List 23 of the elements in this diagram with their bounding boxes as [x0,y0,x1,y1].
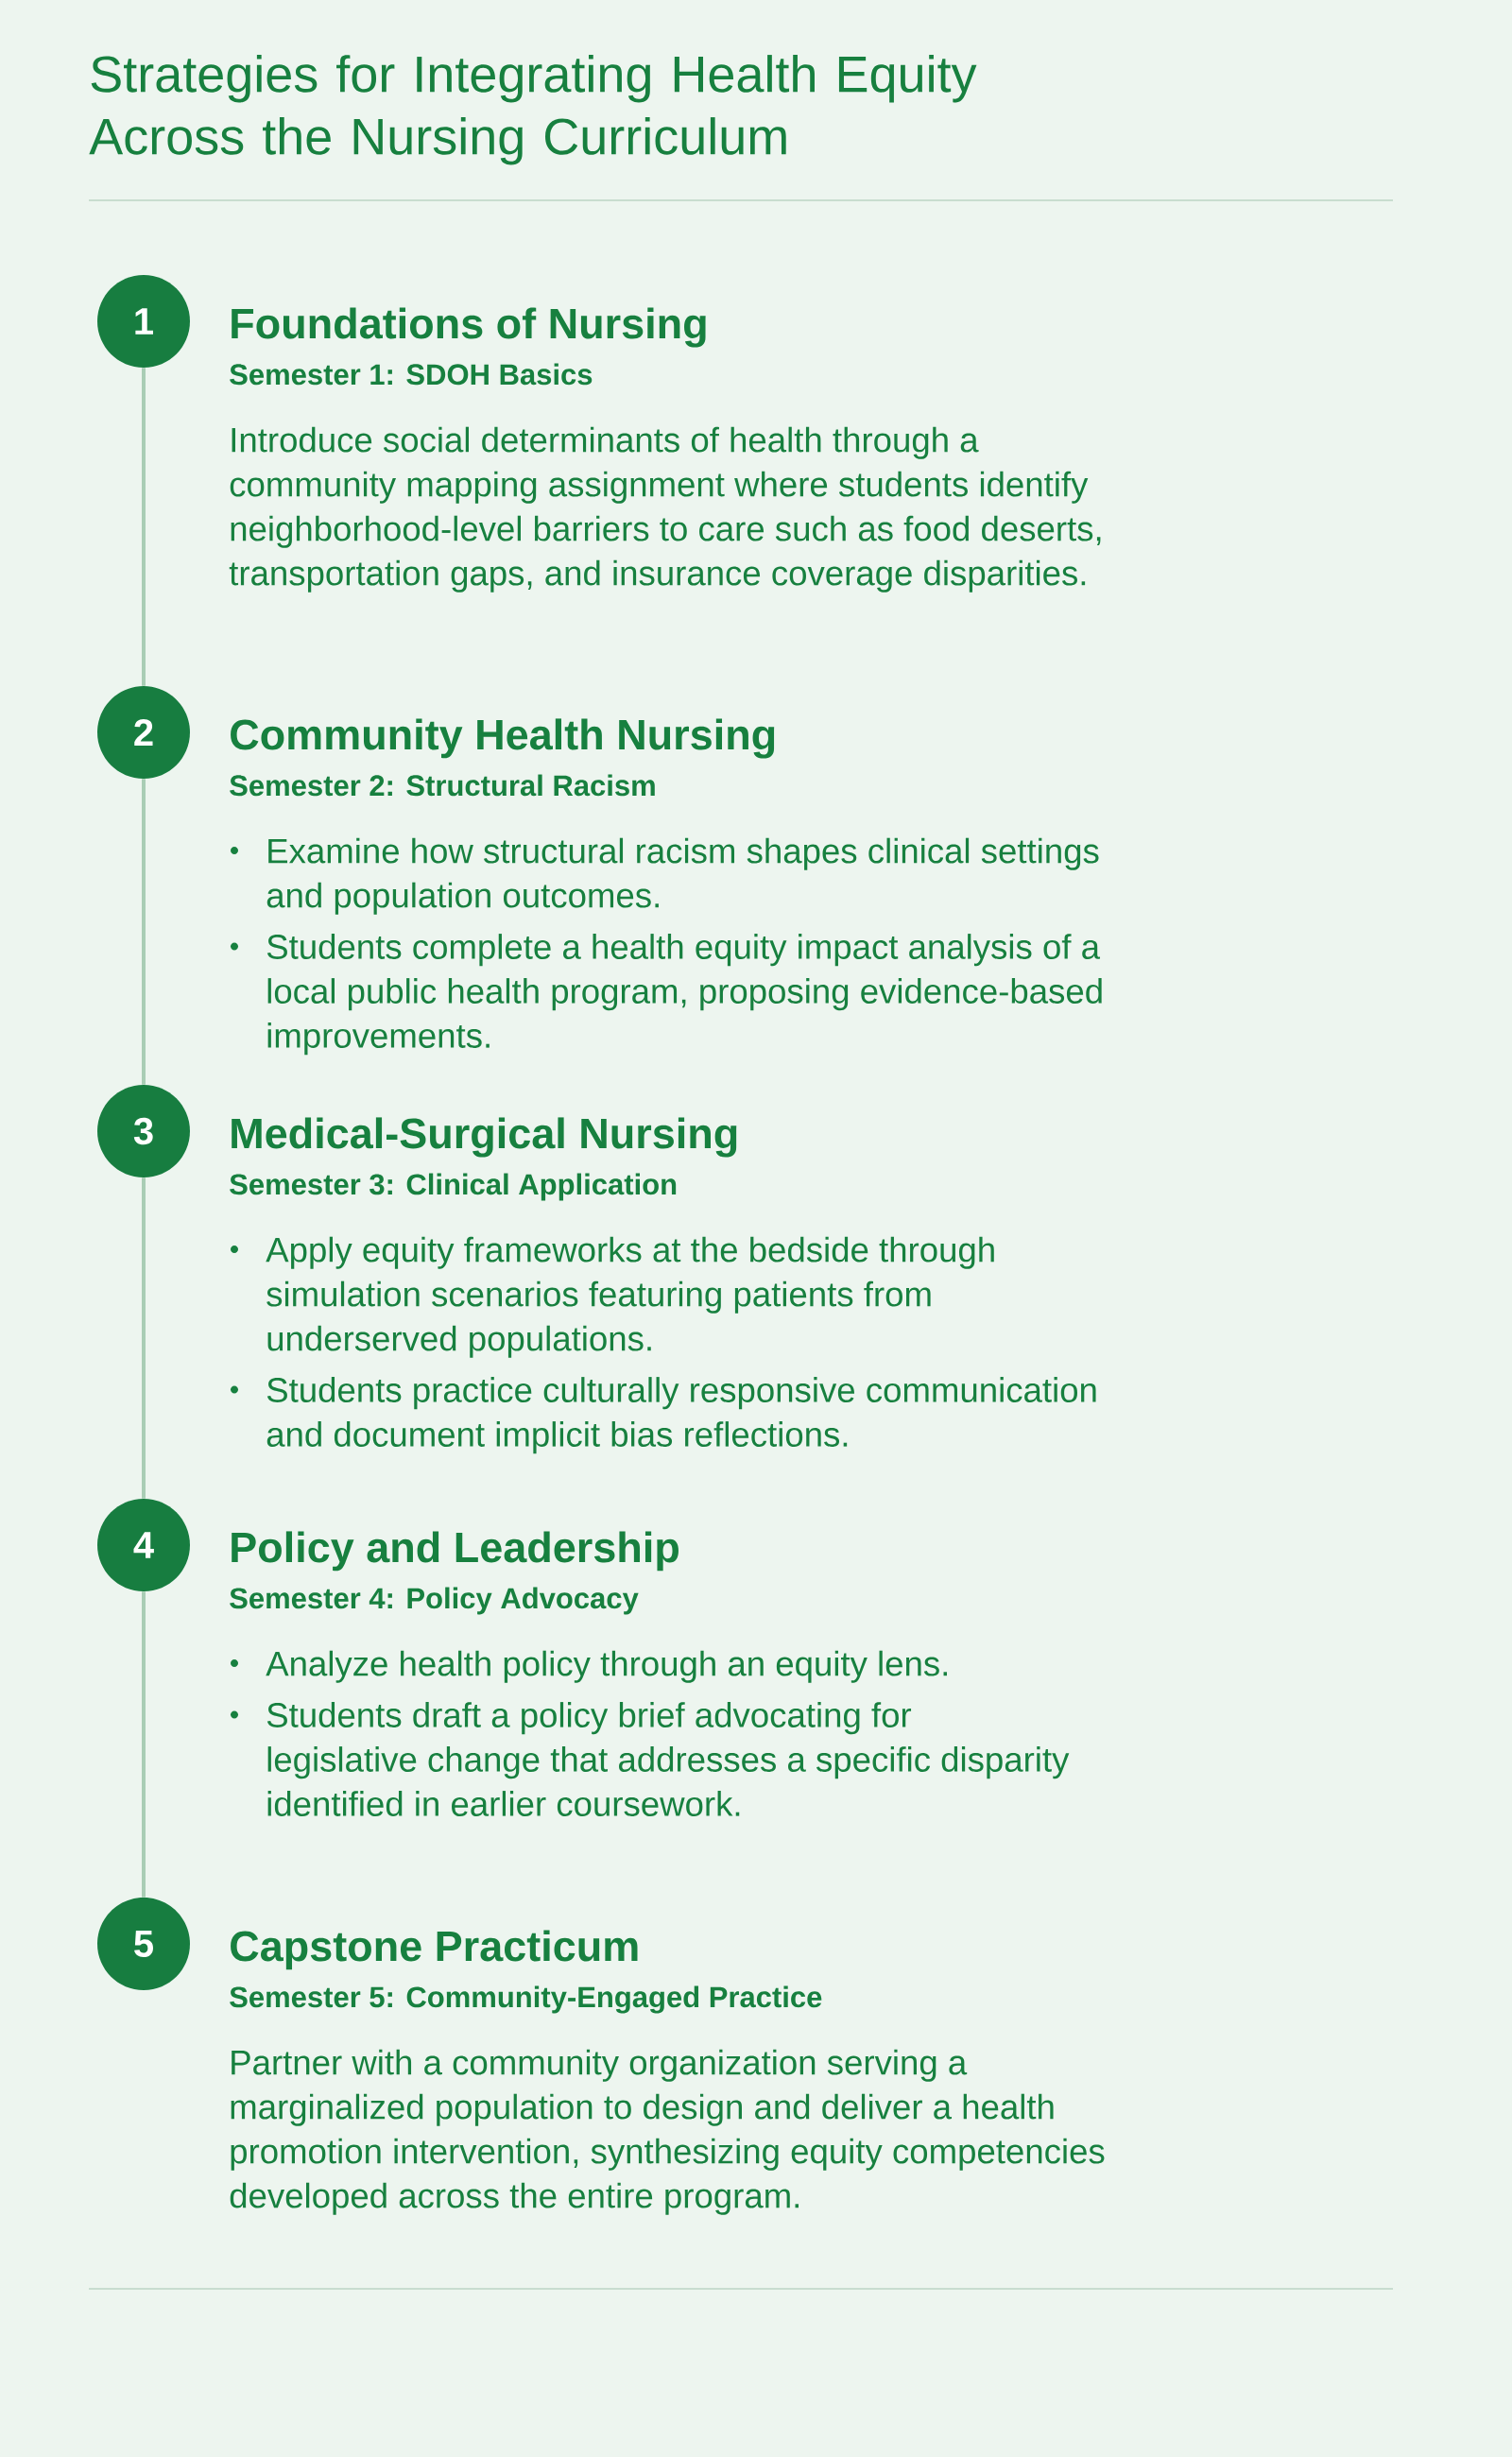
section-heading: Medical-Surgical Nursing [232,1117,737,1158]
list-item: Analyze health policy through an equity lens. [266,1650,947,1683]
paragraph: Partner with a community organization serving a marginalized population to design and deliver a health promotion intervention, synthesizing equity competencies developed across the entire program. [230,2049,1105,2215]
subheading: Semester 1: SDOH Basics [230,363,593,386]
section-heading: Policy and Leadership [232,1531,679,1572]
connector-line [142,779,146,1085]
connector-line [142,368,146,686]
section-heading: Capstone Practicum [231,1930,638,1970]
subheading: Semester 2: Structural Racism [230,774,655,797]
list-item: Examine how structural racism shapes clinical settings and population outcomes. [266,837,1099,915]
title: Strategies for Integrating Health Equity Across the Nursing Curriculum [89,55,977,165]
list-item: Students complete a health equity impact analysis of a local public health program, proposing evidence-based improvements. [266,934,1102,1056]
list-item: Students practice culturally responsive communication and document implicit bias reflections. [266,1377,1096,1454]
paragraph: Introduce social determinants of health through a community mapping assignment where students identify neighborhood-level barriers to care such as food deserts, transportation gaps, and insurance coverage disparities. [229,426,1101,593]
section-heading: Community Health Nursing [231,718,775,759]
section-heading: Foundations of Nursing [232,307,706,348]
subheading: Semester 3: Clinical Application [230,1173,677,1201]
subheading: Semester 4: Policy Advocacy [230,1587,639,1615]
connector-line [142,1591,146,1898]
subheading: Semester 5: Community-Engaged Practice [230,1985,822,2014]
connector-line [142,1177,146,1499]
list-item: Apply equity frameworks at the bedside through simulation scenarios featuring patients from underserved populations. [266,1236,994,1358]
list-item: Students draft a policy brief advocating for legislative change that addresses a specific disparity identified in earlier coursework. [266,1702,1070,1816]
